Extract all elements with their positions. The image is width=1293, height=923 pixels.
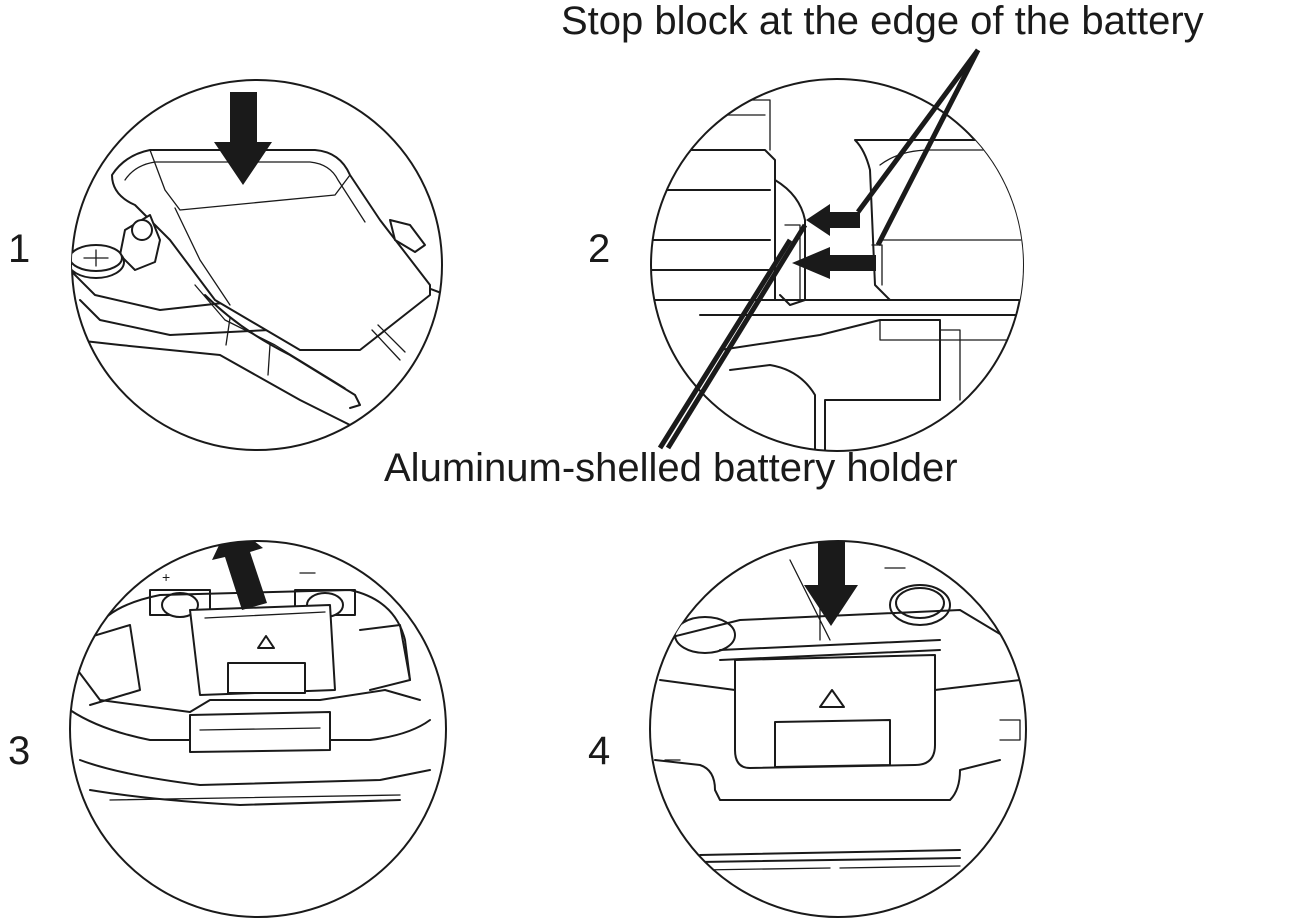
step-1-number: 1	[8, 227, 30, 271]
step-1-panel: 1	[8, 79, 443, 451]
svg-text:+: +	[162, 569, 170, 585]
lift-arrow	[212, 541, 267, 610]
stop-block-leader-2	[875, 48, 981, 247]
step-2-panel: 2	[588, 48, 1024, 452]
slide-arrow-upper	[806, 204, 860, 236]
battery-holder-leader-1	[657, 238, 793, 450]
push-down-arrow-1	[214, 92, 272, 185]
battery-holder-leader-2	[665, 223, 808, 450]
stop-block-callout: Stop block at the edge of the battery	[561, 0, 1204, 43]
step-3-number: 3	[8, 729, 30, 773]
slide-arrow-lower	[792, 247, 876, 279]
step-4-illustration	[654, 541, 1021, 871]
push-down-arrow-4	[804, 541, 858, 626]
stop-block-leader-1	[855, 48, 981, 214]
step-2-illustration	[651, 99, 1023, 451]
step-2-number: 2	[588, 227, 610, 271]
step-3-illustration: +	[70, 541, 431, 806]
step-4-number: 4	[588, 729, 610, 773]
step-4-panel: 4	[588, 540, 1027, 918]
battery-holder-callout: Aluminum-shelled battery holder	[384, 446, 958, 490]
step-3-panel: + 3	[8, 540, 447, 918]
step-1-illustration	[72, 92, 442, 431]
